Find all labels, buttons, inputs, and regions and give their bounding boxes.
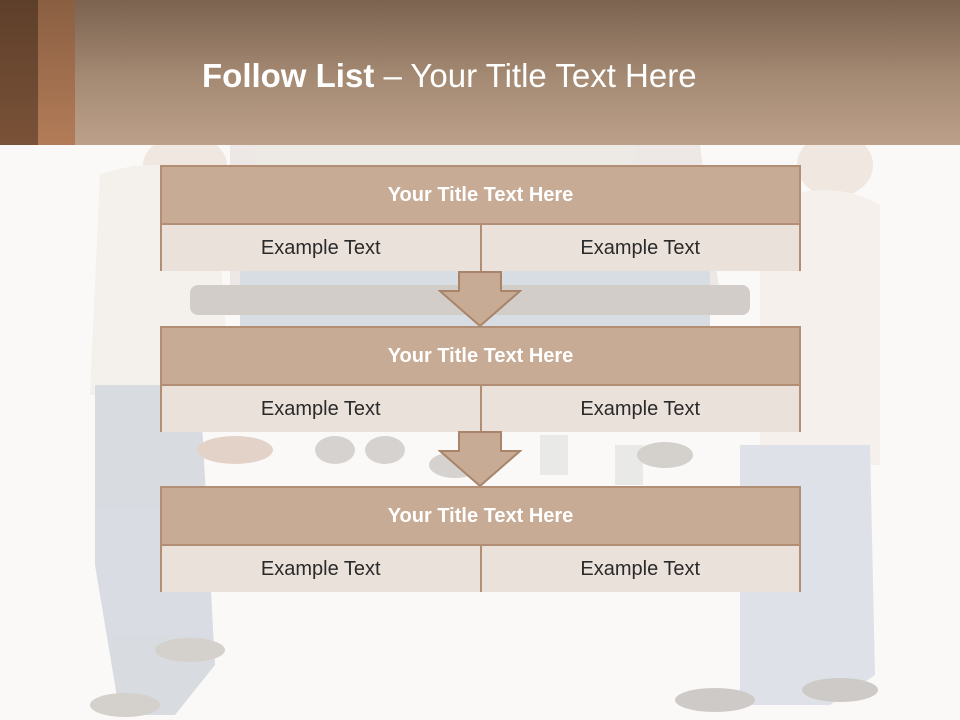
block-row: Example Text Example Text bbox=[162, 225, 799, 271]
block-cell-right: Example Text bbox=[479, 546, 799, 592]
block-row: Example Text Example Text bbox=[162, 386, 799, 432]
title-accent-light bbox=[38, 0, 75, 145]
block-cell-right: Example Text bbox=[479, 386, 799, 432]
block-cell-left: Example Text bbox=[162, 225, 480, 271]
block-cell-left: Example Text bbox=[162, 546, 480, 592]
title-accent-dark bbox=[0, 0, 38, 145]
block-cell-left: Example Text bbox=[162, 386, 480, 432]
title-bar: Follow List – Your Title Text Here bbox=[0, 0, 960, 145]
block-title: Your Title Text Here bbox=[162, 167, 799, 225]
slide-title: Follow List – Your Title Text Here bbox=[202, 56, 697, 96]
down-arrow-icon bbox=[438, 271, 522, 327]
block-cell-right: Example Text bbox=[479, 225, 799, 271]
follow-block-2: Your Title Text Here Example Text Exampl… bbox=[160, 326, 801, 432]
follow-block-3: Your Title Text Here Example Text Exampl… bbox=[160, 486, 801, 592]
slide-title-bold: Follow List bbox=[202, 57, 375, 94]
block-row: Example Text Example Text bbox=[162, 546, 799, 592]
follow-block-1: Your Title Text Here Example Text Exampl… bbox=[160, 165, 801, 271]
block-title: Your Title Text Here bbox=[162, 488, 799, 546]
block-title: Your Title Text Here bbox=[162, 328, 799, 386]
slide-title-rest: – Your Title Text Here bbox=[374, 57, 697, 94]
down-arrow-icon bbox=[438, 431, 522, 487]
